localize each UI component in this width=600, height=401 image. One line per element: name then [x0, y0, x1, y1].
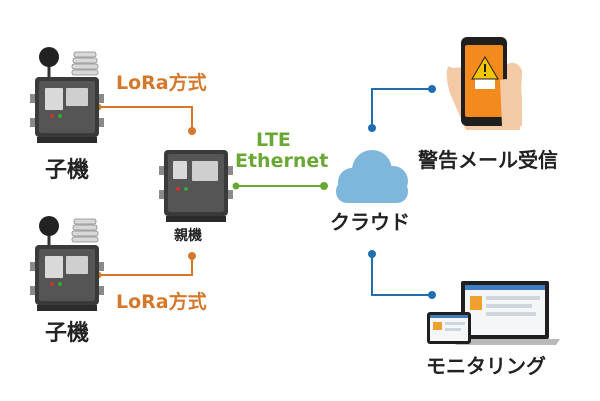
network-connector	[232, 182, 328, 190]
child-device-top	[30, 47, 104, 143]
lora-connector-bottom	[94, 252, 196, 279]
ethernet-label: Ethernet	[235, 150, 329, 172]
parent-device-label: 親機	[174, 228, 202, 244]
child-device-bottom	[30, 216, 104, 311]
smartphone-icon	[446, 37, 522, 130]
phone-label: 警告メール受信	[418, 148, 558, 172]
monitor-label: モニタリング	[426, 354, 546, 378]
cloud-label: クラウド	[330, 210, 410, 234]
lora-connector-top	[94, 103, 196, 135]
lora-label-top: LoRa方式	[116, 72, 207, 94]
cloud-icon	[336, 150, 408, 203]
cloud-monitor-connector	[368, 250, 436, 299]
tablet-icon	[427, 312, 471, 344]
child-device-label-bottom: 子機	[45, 321, 90, 346]
lora-label-bottom: LoRa方式	[116, 291, 207, 313]
lte-label: LTE	[256, 129, 291, 151]
laptop-icon	[452, 281, 560, 345]
parent-device	[159, 150, 233, 222]
cloud-phone-connector	[368, 85, 436, 132]
child-device-label-top: 子機	[45, 158, 90, 183]
